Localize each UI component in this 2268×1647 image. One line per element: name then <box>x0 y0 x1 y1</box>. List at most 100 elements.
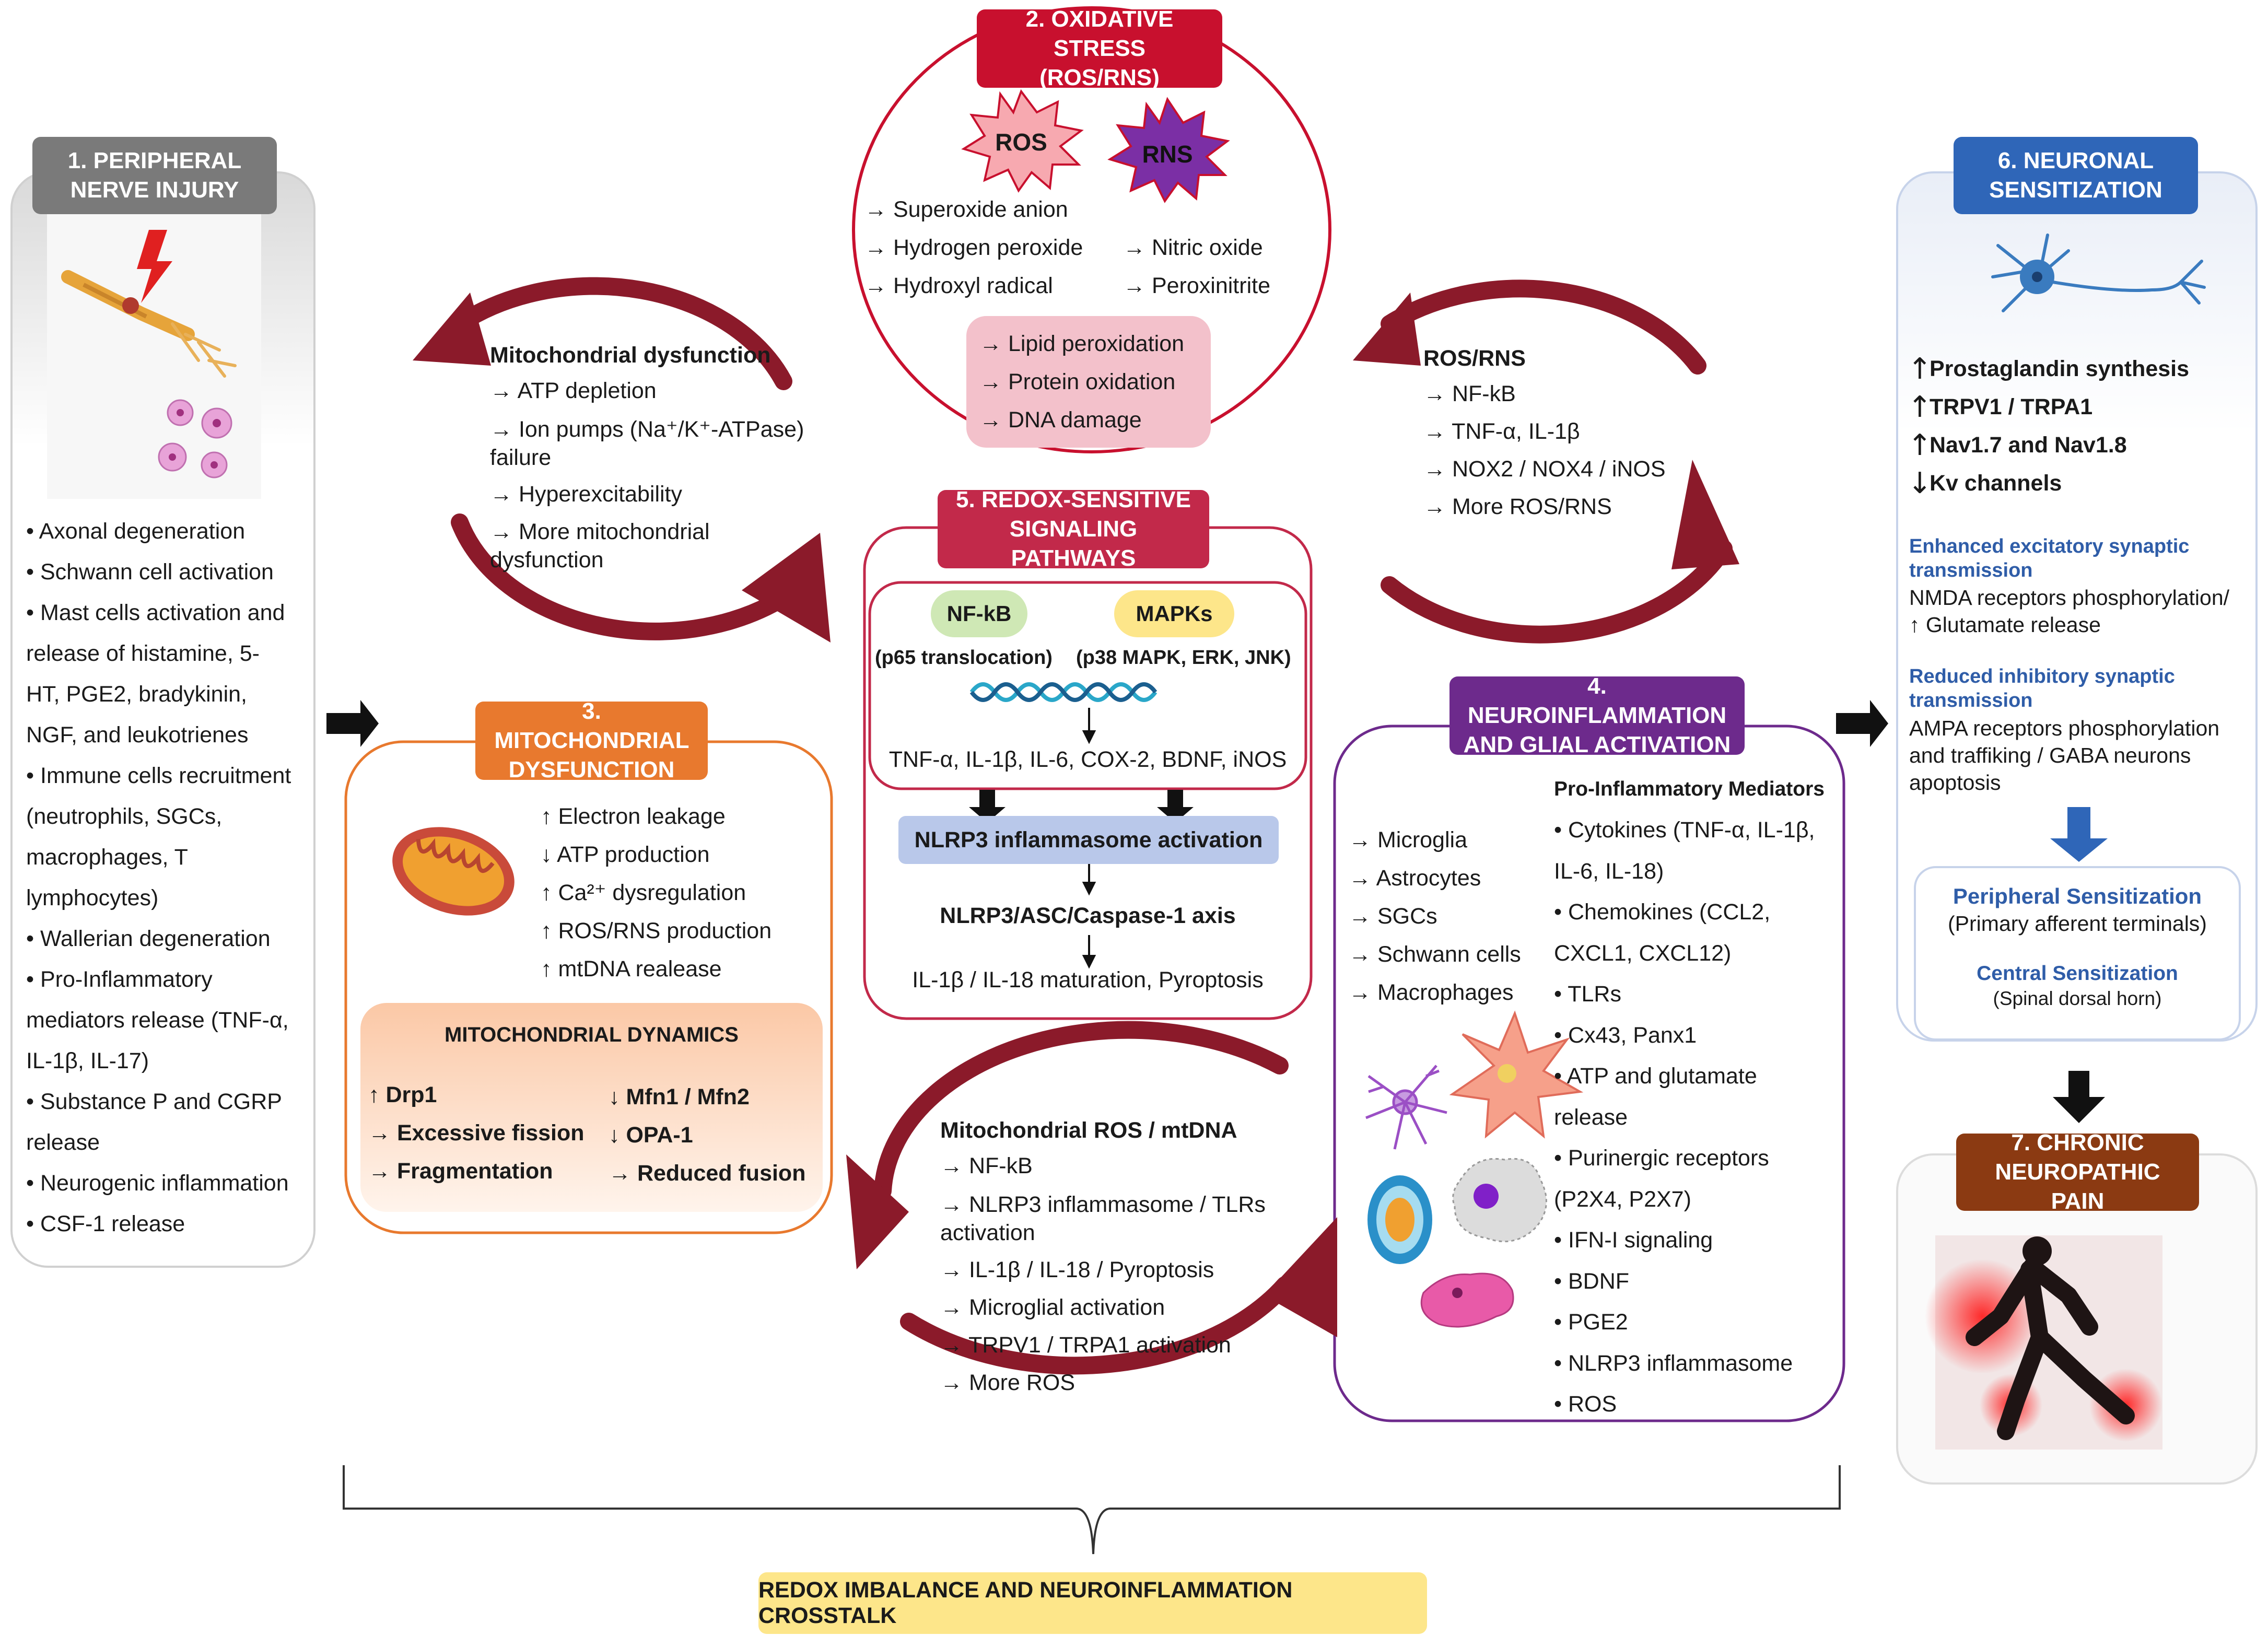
cycle-left-title: Mitochondrial dysfunction <box>490 343 771 368</box>
bullet-line: • CSF-1 release <box>26 1211 185 1236</box>
mediator-line: • Purinergic receptors <box>1554 1146 1769 1171</box>
il-maturation: IL-1β / IL-18 maturation, Pyroptosis <box>912 967 1264 992</box>
mediator-line: IL-6, IL-18) <box>1554 858 1664 884</box>
mediator-line: • Cx43, Panx1 <box>1554 1022 1697 1048</box>
bullet-line: IL-1β, IL-17) <box>26 1048 149 1073</box>
rns-item: → Peroxinitrite <box>1123 273 1270 298</box>
redox-cytokines: TNF-α, IL-1β, IL-6, COX-2, BDNF, iNOS <box>889 747 1287 772</box>
sensitization-item-label: Nav1.7 and Nav1.8 <box>1930 433 2127 458</box>
mediator-line: CXCL1, CXCL12) <box>1554 940 1732 966</box>
inhibitory-text: and traffiking / GABA neurons <box>1909 743 2191 767</box>
mediators-title: Pro-Inflammatory Mediators <box>1554 778 1825 800</box>
redox-inner-box <box>868 581 1307 790</box>
glial-cell-item: → Macrophages <box>1349 980 1514 1005</box>
mito-item: ↓ ATP production <box>541 842 710 867</box>
bullet-line: • Pro-Inflammatory <box>26 967 213 992</box>
bullet-line: • Wallerian degeneration <box>26 926 271 951</box>
inhibitory-text: apoptosis <box>1909 770 2001 795</box>
dna-helix-icon <box>969 682 1158 702</box>
inhibitory-text: AMPA receptors phosphorylation <box>1909 716 2220 740</box>
mediator-line: (P2X4, P2X7) <box>1554 1186 1691 1212</box>
microglia-icon <box>1365 1065 1447 1150</box>
mediator-line: • ATP and glutamate <box>1554 1064 1757 1089</box>
cycle-bottom-line: → More ROS <box>940 1370 1075 1395</box>
cycle-left-line: → Hyperexcitability <box>490 482 682 507</box>
rns-burst-icon <box>1107 97 1230 203</box>
inhibitory-title: Reduced inhibitory synaptic transmission <box>1909 665 2175 711</box>
bottom-brace <box>343 1465 1841 1555</box>
mediator-line: • ROS <box>1554 1392 1617 1417</box>
bullet-line: release <box>26 1130 100 1155</box>
cycle-left-line: → More mitochondrial <box>490 519 710 544</box>
oxidative-stress-circle <box>852 6 1331 453</box>
bullet-line: • Substance P and CGRP <box>26 1089 282 1114</box>
up-arrow-icon: ↑ <box>1908 428 1932 462</box>
neuron-icon <box>1991 233 2206 312</box>
dyn-left-item: → Excessive fission <box>368 1120 584 1146</box>
mediator-line: • IFN-I signaling <box>1554 1228 1713 1253</box>
dyn-left-item: → Fragmentation <box>368 1159 553 1184</box>
excitatory-title: Enhanced excitatory synaptic transmissio… <box>1909 535 2190 581</box>
sensitization-item: ↑ TRPV1 / TRPA1 <box>1908 388 2189 426</box>
mapks-pill: MAPKs <box>1114 590 1234 637</box>
cycle-left-line: → ATP depletion <box>490 378 657 403</box>
bullet-line: release of histamine, 5- <box>26 641 260 666</box>
damage-item: → DNA damage <box>979 407 1142 433</box>
ros-item: → Hydroxyl radical <box>864 273 1053 298</box>
cycle-left-line: dysfunction <box>490 547 604 573</box>
header-neuronal-sensitization: 6. NEURONAL SENSITIZATION <box>1954 137 2198 214</box>
cycle-right-line: → NF-kB <box>1423 381 1516 406</box>
sensitization-item: ↓ Kv channels <box>1908 464 2189 503</box>
mediator-line: • BDNF <box>1554 1268 1630 1294</box>
dyn-right-item: ↓ Mfn1 / Mfn2 <box>609 1084 750 1109</box>
bullet-line: macrophages, T <box>26 845 188 870</box>
cycle-bottom-line: → NF-kB <box>940 1153 1033 1178</box>
rns-label: RNS <box>1142 141 1193 168</box>
nfkb-sub: (p65 translocation) <box>875 647 1053 669</box>
ros-burst-icon <box>961 89 1084 193</box>
ros-item: → Superoxide anion <box>864 197 1068 222</box>
sensitization-inner-box <box>1914 866 2241 1041</box>
bullet-line: • Neurogenic inflammation <box>26 1171 289 1196</box>
bullet-line: (neutrophils, SGCs, <box>26 804 223 829</box>
peripheral-injury-bullets: • Axonal degeneration • Schwann cell act… <box>26 511 291 1244</box>
sensitization-item: ↑ Nav1.7 and Nav1.8 <box>1908 426 2189 464</box>
cycle-arrows <box>451 277 1733 1375</box>
sensitization-item: ↑ Prostaglandin synthesis <box>1908 350 2189 388</box>
crosstalk-label: REDOX IMBALANCE AND NEUROINFLAMMATION CR… <box>758 1572 1427 1634</box>
peripheral-sensitization-label: Peripheral Sensitization <box>1953 884 2202 908</box>
bullet-line: lymphocytes) <box>26 885 159 910</box>
blue-down-arrow <box>2050 807 2108 862</box>
astrocyte-icon <box>1449 1010 1584 1139</box>
bullet-line: mediators release (TNF-α, <box>26 1008 289 1033</box>
sensitization-items: ↑ Prostaglandin synthesis ↑ TRPV1 / TRPA… <box>1908 350 2189 503</box>
ros-item: → Hydrogen peroxide <box>864 235 1083 260</box>
bullet-line: NGF, and leukotrienes <box>26 722 249 747</box>
excitatory-text: NMDA receptors phosphorylation/ <box>1909 586 2230 610</box>
header-peripheral-injury: 1. PERIPHERAL NERVE INJURY <box>32 137 277 214</box>
ros-label: ROS <box>995 129 1047 156</box>
mediator-line: • Cytokines (TNF-α, IL-1β, <box>1554 817 1815 843</box>
glial-cell-item: → Microglia <box>1349 827 1467 852</box>
glial-cell-item: → Schwann cells <box>1349 942 1521 967</box>
damage-item: → Protein oxidation <box>979 369 1176 394</box>
cycle-bottom-title: Mitochondrial ROS / mtDNA <box>940 1118 1237 1143</box>
cycle-bottom-line: activation <box>940 1220 1035 1245</box>
mapks-sub: (p38 MAPK, ERK, JNK) <box>1076 647 1291 669</box>
bullet-line: • Schwann cell activation <box>26 559 274 585</box>
cycle-right-title: ROS/RNS <box>1423 346 1526 371</box>
header-neuroinflammation: 4. NEUROINFLAMMATION AND GLIAL ACTIVATIO… <box>1449 673 1745 757</box>
mito-item: ↑ ROS/RNS production <box>541 918 772 943</box>
thin-arrows <box>1082 708 1096 969</box>
rns-item: → Nitric oxide <box>1123 235 1263 260</box>
glial-cell-item: → Astrocytes <box>1349 866 1481 891</box>
lightning-icon <box>137 230 172 303</box>
panel-redox-signaling <box>863 526 1313 1020</box>
mito-dynamics-box <box>360 1003 823 1212</box>
mediator-line: • Chemokines (CCL2, <box>1554 900 1771 925</box>
mitochondrion-icon <box>392 827 515 916</box>
cycle-left-line: failure <box>490 445 552 470</box>
peripheral-sensitization-sub: (Primary afferent terminals) <box>1948 912 2207 936</box>
header-chronic-pain: 7. CHRONIC NEUROPATHIC PAIN <box>1956 1130 2199 1214</box>
